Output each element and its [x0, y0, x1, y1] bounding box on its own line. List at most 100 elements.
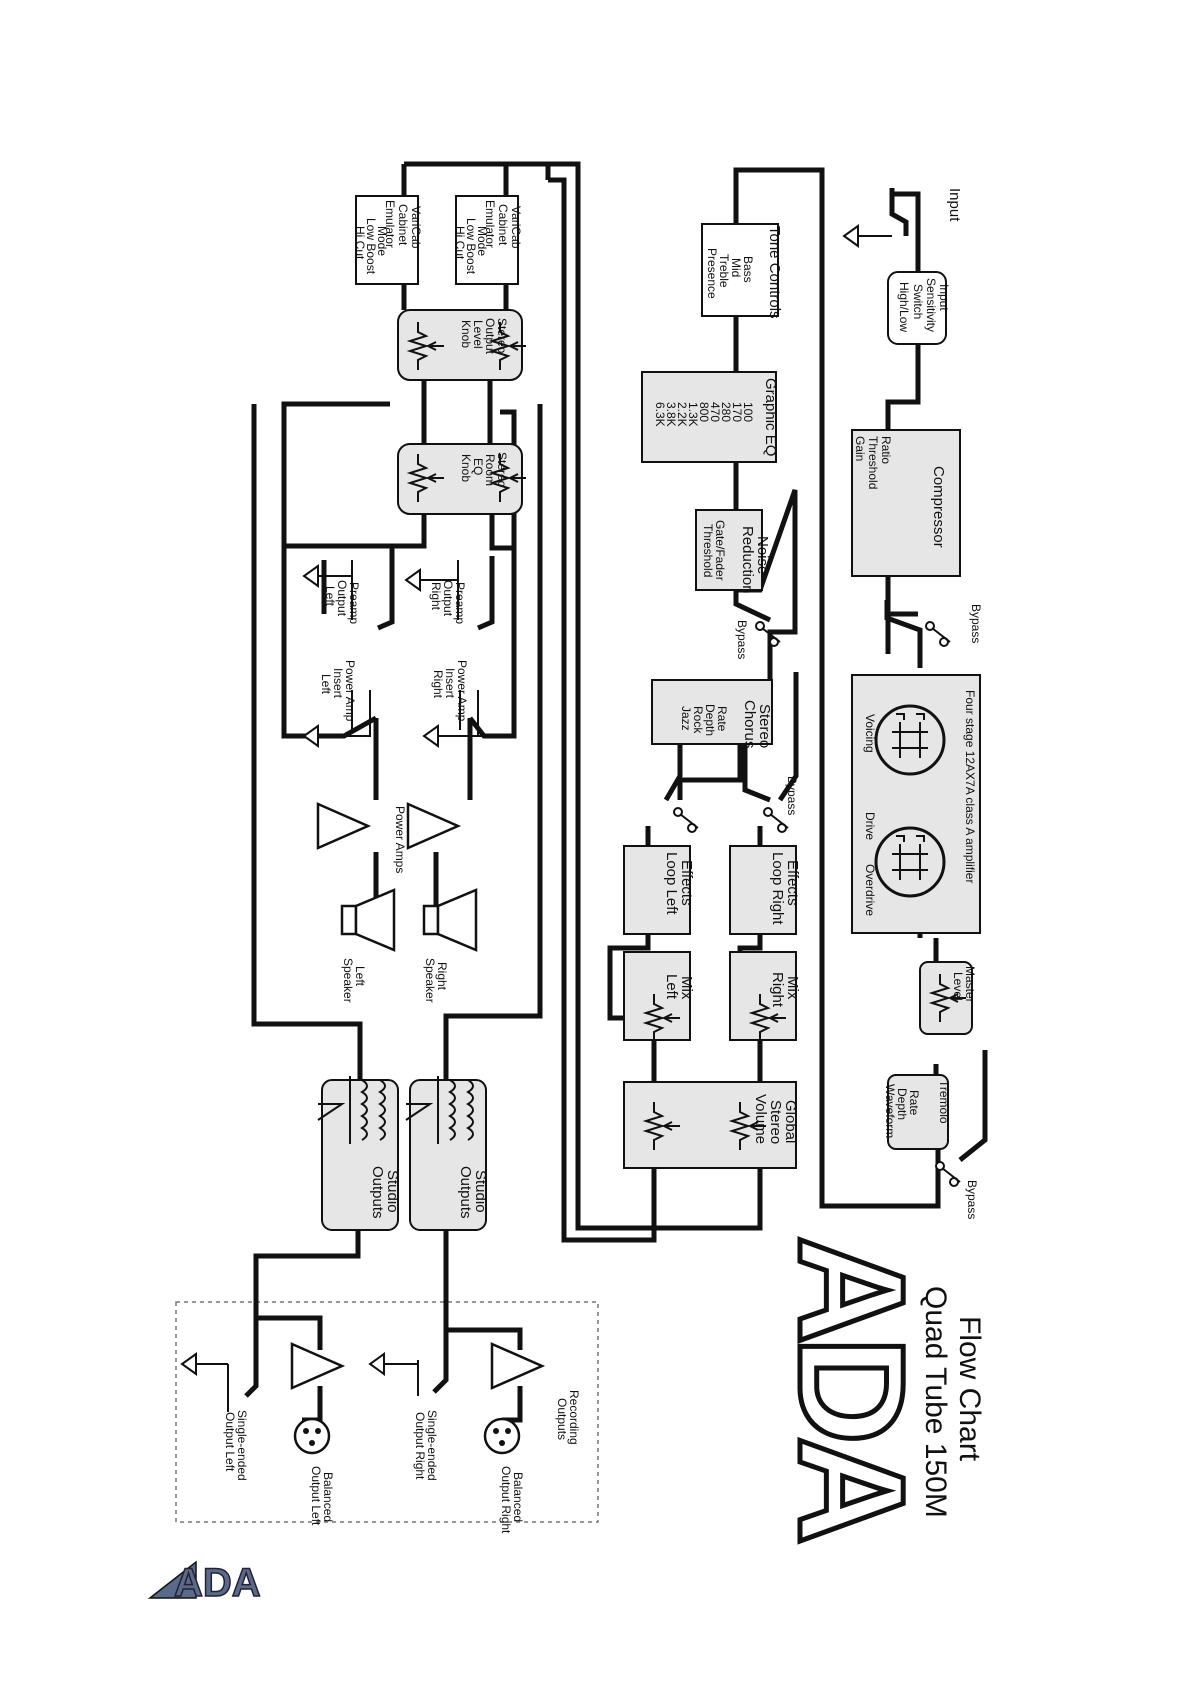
- studio-outputs-left-box[interactable]: Studio Outputs: [317, 1075, 401, 1231]
- compressor-param-ratio: Ratio: [879, 436, 893, 464]
- effects-loop-right-line-1: Effects: [784, 860, 801, 906]
- stereo-chorus-box[interactable]: Stereo Chorus Rate Depth Rock Jazz: [651, 679, 773, 748]
- balanced-right-line-2: Output Right: [499, 1466, 513, 1534]
- cab-left-line-3: Emulator: [383, 200, 397, 248]
- compressor-box[interactable]: Compressor Ratio Threshold Gain: [851, 429, 961, 617]
- graphic-eq-box[interactable]: Graphic EQ 100 170 280 470 800 1.3K 2.2K…: [641, 371, 779, 463]
- stage-label-overdrive: Overdrive: [863, 864, 877, 916]
- eq-band-100: 100: [741, 402, 755, 422]
- single-right-line-2: Output Right: [413, 1412, 427, 1480]
- graphic-eq-title: Graphic EQ: [762, 378, 779, 456]
- balanced-output-right-xlr[interactable]: [483, 1417, 521, 1455]
- chorus-bypass-switch-right[interactable]: [763, 807, 789, 833]
- preamp-out-left-line-1: Preamp: [347, 582, 361, 624]
- power-amp-right-icon: [406, 802, 460, 850]
- noise-reduction-title-1: Noise: [754, 536, 771, 574]
- preamp-tube-1-icon: [874, 704, 946, 776]
- compressor-bypass-switch[interactable]: [925, 621, 951, 647]
- power-amps-label: Power Amps: [393, 806, 407, 873]
- tone-param-presence: Presence: [705, 248, 719, 299]
- tone-controls-box[interactable]: Tone Controls Bass Mid Treble Presence: [701, 223, 783, 319]
- cab-left-param-hi-cut: Hi Cut: [353, 226, 367, 260]
- studio-outputs-right-box[interactable]: Studio Outputs: [405, 1075, 489, 1231]
- preamp-output-right-jack[interactable]: Preamp Output Right: [405, 560, 495, 631]
- chorus-param-rate: Rate: [715, 706, 729, 732]
- four-stage-preamp-box[interactable]: Four stage 12AX7A class A amplifier Voic…: [851, 674, 981, 934]
- tone-param-treble: Treble: [717, 254, 731, 288]
- chorus-param-jazz: Jazz: [679, 706, 693, 731]
- single-ended-output-right-jack[interactable]: Single-ended Output Right: [413, 1410, 439, 1481]
- eq-band-470: 470: [708, 402, 722, 422]
- corner-logo: ADA: [147, 1560, 261, 1606]
- cab-left-param-low-boost: Low Boost: [364, 218, 378, 275]
- preamp-output-left-jack[interactable]: Preamp Output Left: [303, 560, 395, 631]
- studio-out-left-line-2: Outputs: [369, 1166, 386, 1219]
- cabinet-emulator-left-box[interactable]: VariCab Cabinet Emulator Mode Low Boost …: [353, 195, 423, 285]
- preamp-out-left-line-2: Output: [335, 580, 349, 617]
- sensitivity-line-2: Sensitivity: [924, 278, 938, 332]
- cab-left-param-mode: Mode: [375, 226, 389, 256]
- bypass-label-4: Bypass: [785, 776, 799, 815]
- cab-right-param-mode: Mode: [475, 226, 489, 256]
- chorus-title-2: Chorus: [741, 700, 758, 748]
- chorus-bypass-switch-left[interactable]: [673, 807, 699, 833]
- input-jack[interactable]: Input: [843, 188, 963, 247]
- pa-insert-left-line-1: Power Amp: [343, 660, 357, 722]
- balanced-left-line-1: Balanced: [321, 1472, 335, 1522]
- noise-param-gate: Gate/Fader: [713, 520, 727, 581]
- input-sensitivity-switch[interactable]: Input Sensitivity Switch High/Low: [887, 271, 951, 345]
- bypass-label-3: Bypass: [735, 620, 749, 659]
- mix-right-line-2: Right: [769, 972, 786, 1008]
- stage-label-drive: Drive: [863, 812, 877, 840]
- room-eq-line-2: Room: [483, 454, 497, 486]
- eq-band-6-3k: 6.3K: [653, 402, 667, 427]
- cab-right-line-1: VariCab: [509, 206, 523, 249]
- power-amp-left-icon: [316, 802, 370, 850]
- compressor-title: Compressor: [930, 466, 947, 548]
- pa-insert-left-line-2: Insert: [331, 668, 345, 699]
- cab-right-param-hi-cut: Hi Cut: [453, 226, 467, 260]
- preamp-out-right-line-2: Output: [441, 580, 455, 617]
- eq-band-1-3k: 1.3K: [686, 402, 700, 427]
- chorus-param-depth: Depth: [703, 704, 717, 736]
- effects-loop-right-box[interactable]: Effects Loop Right: [729, 845, 801, 935]
- output-level-line-3: Level: [471, 320, 485, 349]
- cab-left-line-1: VariCab: [409, 206, 423, 249]
- left-speaker-line-1: Left: [353, 966, 367, 987]
- studio-out-left-line-1: Studio: [384, 1170, 401, 1213]
- tremolo-box[interactable]: Tremolo Rate Depth Waveform: [883, 1074, 951, 1150]
- eq-band-3-8k: 3.8K: [664, 402, 678, 427]
- single-ended-output-left-jack[interactable]: Single-ended Output Left: [223, 1410, 249, 1481]
- stereo-room-eq-knob[interactable]: Stereo Room EQ Knob: [397, 443, 527, 515]
- eq-band-170: 170: [730, 402, 744, 422]
- ada-logo-text: ADA: [768, 1236, 936, 1542]
- corner-logo-text: ADA: [174, 1561, 261, 1605]
- effects-loop-left-box[interactable]: Effects Loop Left: [623, 845, 695, 935]
- room-eq-line-4: Knob: [459, 454, 473, 482]
- global-stereo-volume-knob[interactable]: Global Stereo Volume: [623, 1081, 799, 1169]
- global-volume-line-2: Stereo: [767, 1100, 784, 1144]
- mix-left-knob[interactable]: Mix Left: [623, 951, 695, 1043]
- effects-loop-left-line-2: Loop Left: [663, 852, 680, 915]
- recording-outputs-line-1: Recording: [567, 1390, 581, 1445]
- mix-right-line-1: Mix: [784, 976, 801, 1000]
- stereo-output-level-knob[interactable]: Stereo Output Level Knob: [397, 309, 527, 381]
- cabinet-emulator-right-box[interactable]: VariCab Cabinet Emulator Mode Low Boost …: [453, 195, 523, 285]
- power-amp-insert-left-jack[interactable]: Power Amp Insert Left: [303, 660, 371, 747]
- right-speaker-line-2: Speaker: [423, 958, 437, 1003]
- left-speaker-line-2: Speaker: [341, 958, 355, 1003]
- chart-title: Flow Chart: [953, 1316, 986, 1462]
- tone-param-mid: Mid: [729, 258, 743, 277]
- noise-reduction-box[interactable]: Noise Reduction Gate/Fader Threshold: [695, 509, 771, 594]
- balanced-output-left-xlr[interactable]: [293, 1417, 331, 1455]
- effects-loop-right-line-2: Loop Right: [769, 852, 786, 925]
- compressor-param-threshold: Threshold: [866, 436, 880, 489]
- mix-right-knob[interactable]: Mix Right: [729, 951, 801, 1043]
- eq-band-280: 280: [719, 402, 733, 422]
- power-amp-insert-right-jack[interactable]: Power Amp Insert Right: [423, 660, 484, 747]
- recording-outputs-line-2: Outputs: [555, 1398, 569, 1440]
- title-block: Flow Chart Quad Tube 150M: [919, 1286, 986, 1518]
- tremolo-title: Tremolo: [937, 1080, 951, 1124]
- master-level-knob[interactable]: Master Level: [919, 961, 977, 1035]
